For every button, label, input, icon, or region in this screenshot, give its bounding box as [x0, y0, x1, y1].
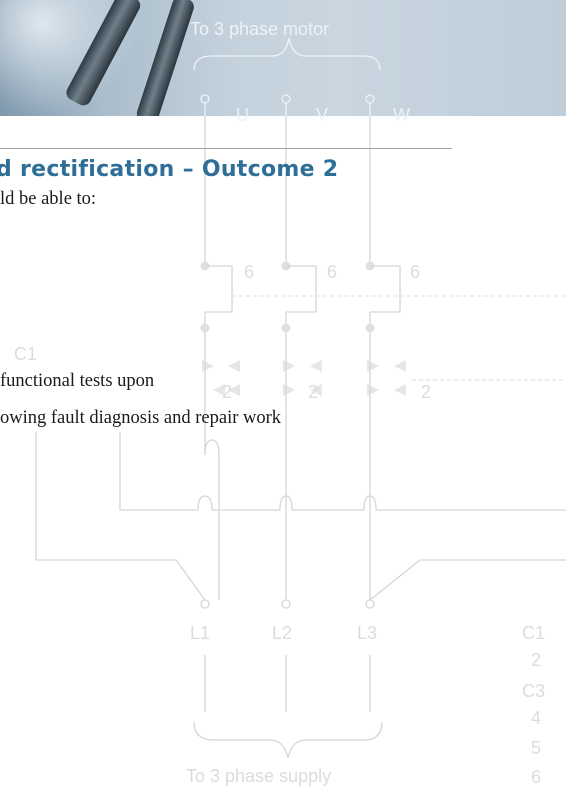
contact-arm-2 [286, 265, 317, 282]
terminal-l2-label: L2 [272, 623, 292, 643]
overload-label-3: 2 [421, 382, 431, 402]
contact-label-2: 6 [327, 262, 337, 282]
control-return [369, 559, 566, 601]
terminal-l1 [200, 599, 210, 609]
legend-item-3: C3 [522, 681, 545, 701]
supply-label: To 3 phase supply [186, 766, 331, 786]
contact-return-2 [286, 282, 317, 313]
terminal-w [365, 94, 375, 104]
terminal-v-label: V [316, 105, 328, 125]
terminal-v [281, 94, 291, 104]
contact-label-3: 6 [410, 262, 420, 282]
motor-label: To 3 phase motor [190, 19, 329, 39]
overload-label-1: 2 [222, 382, 232, 402]
overload-element [228, 360, 240, 372]
contact-label-1: 6 [244, 262, 254, 282]
supply-brace [193, 721, 383, 759]
control-feed [35, 432, 206, 601]
terminal-l3-label: L3 [357, 623, 377, 643]
section-heading: d rectification – Outcome 2 [0, 157, 339, 182]
coil-label: C1 [14, 344, 37, 364]
node-4 [200, 323, 210, 333]
node-5 [281, 323, 291, 333]
terminal-l2 [281, 599, 291, 609]
overload-element [310, 384, 322, 396]
control-loop [119, 432, 566, 511]
contact-return-1 [205, 282, 233, 313]
terminal-l3 [365, 599, 375, 609]
overload-element [367, 360, 379, 372]
overload-label-2: 2 [308, 382, 318, 402]
body-line-fault-diagnosis: owing fault diagnosis and repair work [0, 408, 282, 428]
overload-element [394, 384, 406, 396]
legend-item-6: 6 [531, 767, 541, 787]
body-line-functional-tests: functional tests upon [0, 371, 155, 391]
section-divider [0, 148, 452, 149]
contact-return-3 [370, 282, 401, 313]
overload-element [213, 384, 225, 396]
overload-element [310, 360, 322, 372]
overload-element [283, 384, 295, 396]
overload-element [283, 360, 295, 372]
overload-element [228, 384, 240, 396]
legend-item-5: 5 [531, 738, 541, 758]
contact-arm-3 [370, 265, 401, 282]
wire-lower-1 [204, 332, 220, 456]
motor-brace [193, 37, 381, 71]
overload-element [367, 384, 379, 396]
legend-item-1: C1 [522, 623, 545, 643]
legend-item-4: 4 [531, 708, 541, 728]
terminal-l1-label: L1 [190, 623, 210, 643]
body-line-intro: ld be able to: [0, 189, 97, 209]
node-6 [365, 323, 375, 333]
terminal-u-label: U [236, 105, 249, 125]
terminal-w-label: W [393, 105, 410, 125]
terminal-u [200, 94, 210, 104]
legend-item-2: 2 [531, 650, 541, 670]
overload-element [394, 360, 406, 372]
overload-element [202, 360, 214, 372]
contact-arm-1 [205, 265, 233, 282]
